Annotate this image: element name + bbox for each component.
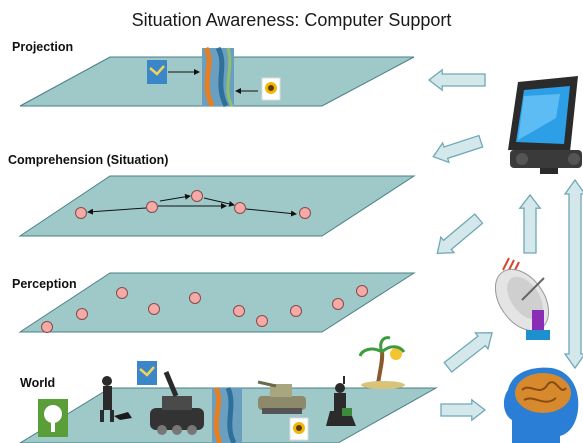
node — [256, 315, 268, 327]
label-projection: Projection — [12, 40, 74, 54]
kneeling-soldier-icon — [326, 376, 356, 426]
flow-arrow — [518, 193, 542, 254]
node — [290, 305, 302, 317]
comprehension-nodes — [75, 190, 311, 219]
plane-perception — [18, 272, 416, 333]
map-icon — [212, 386, 242, 443]
artillery-icon — [150, 371, 204, 435]
monitor-icon — [508, 76, 582, 174]
label-comprehension: Comprehension (Situation) — [8, 153, 169, 167]
flow-arrow — [427, 68, 486, 92]
soldier-dog-icon — [100, 376, 132, 422]
node — [191, 190, 203, 202]
node — [234, 202, 246, 214]
flow-arrow — [436, 213, 484, 255]
node — [332, 298, 344, 310]
double-flow-arrow — [563, 178, 583, 370]
bird-icon — [137, 361, 157, 385]
perception-nodes — [41, 285, 368, 333]
node — [148, 303, 160, 315]
tank-icon — [257, 380, 306, 414]
node — [75, 207, 87, 219]
node — [41, 321, 53, 333]
label-perception: Perception — [12, 277, 77, 291]
label-world: World — [20, 376, 56, 390]
node — [76, 308, 88, 320]
node — [299, 207, 311, 219]
bird-icon — [147, 60, 167, 84]
node — [146, 201, 158, 213]
flow-arrow — [440, 398, 487, 422]
sunflower-icon — [289, 417, 309, 441]
flow-arrow — [432, 134, 484, 164]
flow-arrows — [427, 68, 583, 422]
brain-head-icon — [503, 367, 579, 443]
flow-arrow — [443, 332, 493, 373]
palm-tree-icon — [358, 336, 406, 389]
node — [233, 305, 245, 317]
sunflower-icon — [261, 77, 281, 101]
satellite-dish-icon — [494, 257, 550, 340]
node — [356, 285, 368, 297]
tree-icon — [38, 399, 68, 437]
node — [116, 287, 128, 299]
node — [189, 292, 201, 304]
diagram-title: Situation Awareness: Computer Support — [131, 10, 452, 30]
map-icon — [202, 46, 234, 108]
